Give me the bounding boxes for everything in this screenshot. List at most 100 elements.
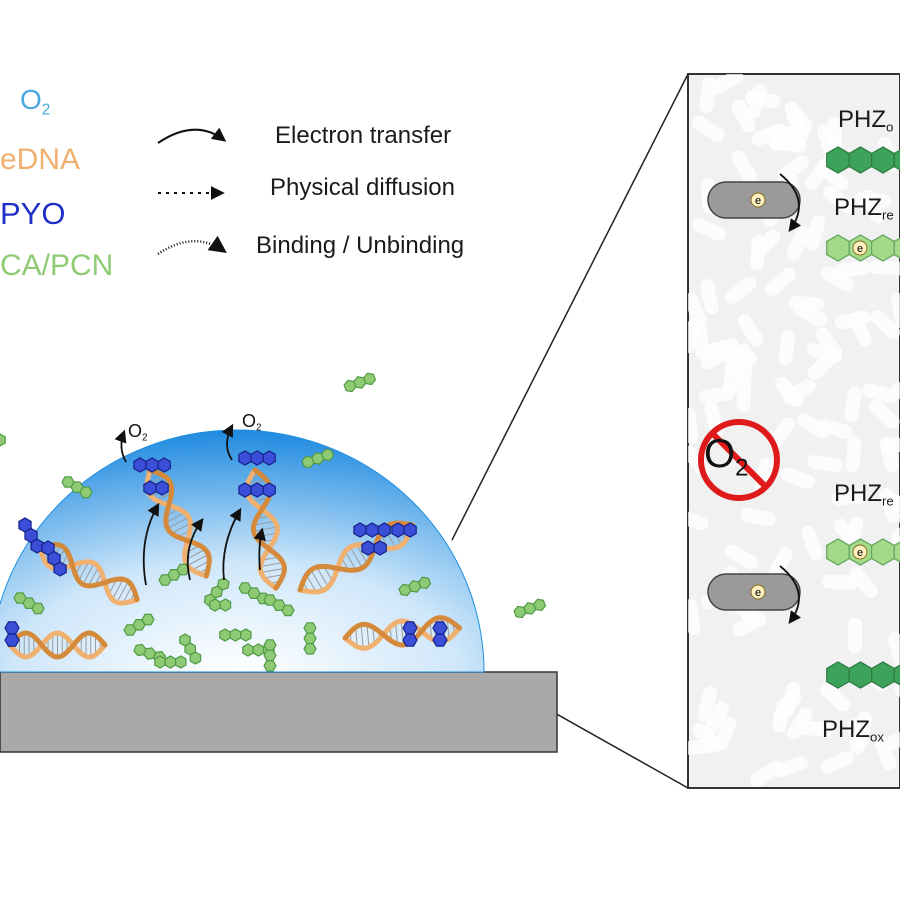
pyo-molecule — [238, 482, 276, 498]
electron-transfer-arrow-icon — [779, 173, 802, 233]
background-cell — [820, 750, 855, 774]
background-cell — [780, 467, 816, 490]
edna-helix — [7, 630, 108, 660]
phz-oxidized-chain-bottom — [826, 661, 900, 689]
phz-label-reduced-bottom: PHZre — [834, 480, 894, 509]
pyo-molecule — [432, 621, 448, 647]
background-cell — [688, 292, 708, 327]
legend-binding-unbinding-label: Binding / Unbinding — [256, 232, 465, 259]
pca-pcn-molecule — [303, 622, 317, 655]
pca-pcn-molecule — [13, 592, 45, 615]
background-cell — [805, 157, 833, 190]
background-cell — [700, 278, 719, 315]
legend-o2-label: O2 — [20, 84, 51, 119]
pca-pcn-molecule — [179, 633, 202, 665]
background-cell — [710, 74, 744, 95]
bacterial-cells: ee — [707, 173, 802, 625]
background-cell — [714, 716, 737, 751]
pyo-molecule — [18, 517, 44, 554]
pyo-molecule — [4, 621, 20, 647]
phz-label-oxidized-bottom: PHZox — [822, 716, 884, 745]
background-cell — [869, 399, 900, 429]
phz-label-top: PHZo — [838, 106, 894, 135]
zoom-line-top — [451, 73, 689, 541]
electron-icon — [852, 544, 868, 560]
pyo-molecule — [143, 480, 169, 496]
background-cell — [704, 701, 729, 735]
background-cell — [805, 215, 826, 251]
background-cell — [740, 507, 776, 527]
electron-icon — [750, 584, 766, 600]
background-cell — [797, 721, 834, 737]
background-cell — [849, 567, 878, 598]
no-oxygen-label: O2 — [704, 432, 749, 482]
background-cell — [750, 234, 766, 271]
pca-pcn-molecule — [209, 598, 232, 612]
background-cell — [881, 491, 900, 515]
electron-icon — [750, 192, 766, 208]
edna-helix — [342, 615, 463, 651]
background-cell — [764, 267, 796, 296]
pca-pcn-molecule — [263, 594, 295, 617]
legend-arrows — [157, 127, 227, 256]
background-cell — [796, 413, 830, 439]
pca-pcn-molecule — [61, 476, 93, 499]
background-cell — [724, 276, 757, 304]
background-cell — [691, 217, 726, 241]
background-cell — [820, 683, 851, 712]
background-cell — [768, 546, 793, 581]
dome-o2-label-1: O2 — [128, 421, 148, 444]
background-cell — [688, 407, 699, 444]
background-cell — [732, 612, 767, 637]
background-cell — [888, 632, 900, 668]
electron-symbol: e — [755, 587, 761, 599]
background-cell — [744, 90, 781, 109]
background-cell — [869, 259, 900, 276]
background-cell — [823, 186, 855, 214]
electron-transfer-arrow-icon — [157, 127, 227, 144]
electron-transfer-arrow-icon — [253, 527, 266, 571]
background-cell — [703, 338, 739, 358]
pca-pcn-molecule — [0, 433, 6, 447]
background-cell — [774, 376, 804, 408]
transfer-arrows — [114, 423, 266, 586]
background-cell — [768, 125, 805, 142]
pyo-molecule — [402, 621, 418, 647]
background-cell — [891, 382, 900, 411]
background-cell — [891, 292, 900, 329]
zoom-panel: ee — [687, 73, 900, 789]
background-cell — [845, 436, 862, 473]
background-cell — [831, 489, 868, 506]
electron-symbol: e — [755, 195, 761, 207]
background-cell — [697, 686, 718, 722]
background-cell — [777, 155, 809, 183]
legend-pca-pcn-label: CA/PCN — [0, 249, 114, 282]
pca-pcn-molecule — [513, 598, 547, 619]
background-cell — [750, 760, 783, 787]
background-cell — [821, 266, 855, 292]
background-cell — [833, 518, 863, 550]
background-cell — [692, 115, 725, 142]
background-cell — [736, 376, 751, 413]
electron-transfer-arrow-icon — [221, 423, 234, 461]
background-cell — [731, 150, 757, 184]
pca-pcn-molecule — [263, 639, 277, 672]
background-cell — [725, 544, 759, 570]
electron-transfer-arrow-icon — [114, 429, 127, 463]
background-cell — [844, 386, 862, 422]
pca-pcn-molecule — [343, 372, 377, 393]
pyo-molecule — [391, 522, 417, 538]
background-cell — [870, 309, 900, 340]
background-cell — [807, 454, 843, 473]
background-cell — [778, 329, 796, 366]
legend-physical-diffusion-label: Physical diffusion — [270, 174, 455, 201]
pyo-molecule — [238, 450, 276, 466]
background-cell — [815, 327, 843, 360]
background-cell — [737, 314, 764, 347]
background-cell — [817, 418, 853, 440]
background-cell — [821, 574, 858, 590]
pca-pcn-molecule — [203, 577, 230, 607]
background-cell — [834, 260, 871, 278]
background-cell — [874, 735, 897, 771]
biofilm-dome — [0, 429, 485, 673]
